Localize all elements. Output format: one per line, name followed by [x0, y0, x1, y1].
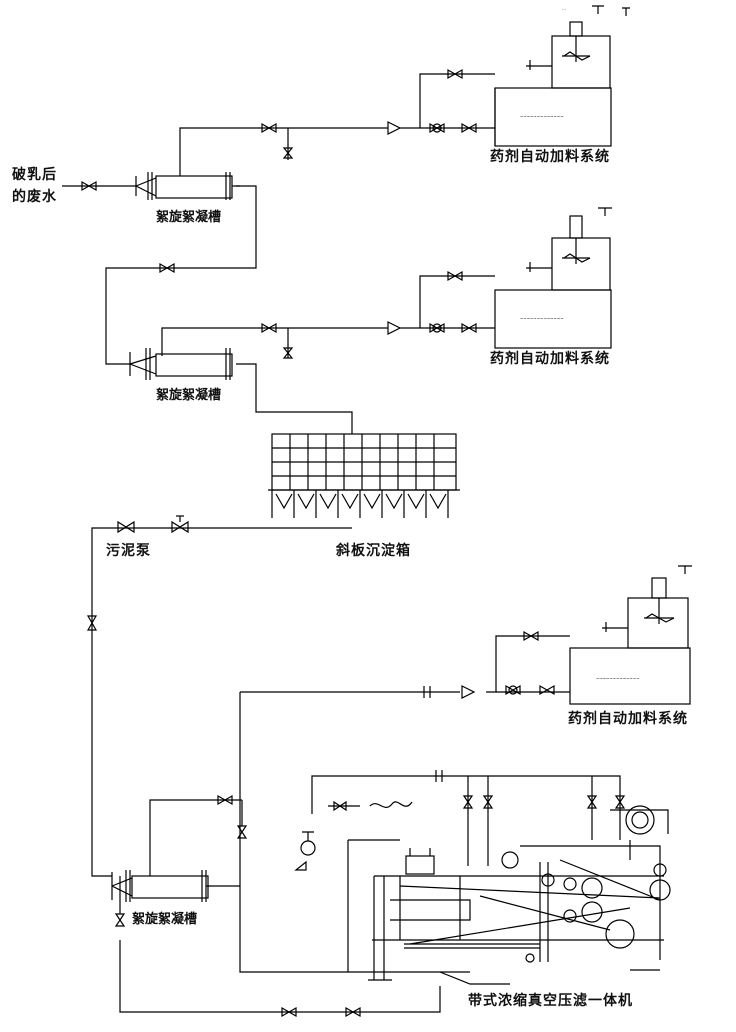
reactor-3-label: 絮旋絮凝槽	[132, 912, 198, 927]
inlet-label-top: 破乳后	[12, 167, 57, 183]
belt-press	[368, 805, 671, 985]
dosing-3-label: 药剂自动加料系统	[568, 711, 688, 727]
settler	[268, 433, 460, 518]
reactor-2	[129, 348, 233, 380]
reactor-1-label: 絮旋絮凝槽	[156, 210, 222, 225]
svg-text:~~~~~~~~~~~~~: ~~~~~~~~~~~~~	[596, 676, 640, 681]
air-pump	[294, 831, 316, 871]
valves	[81, 68, 626, 1018]
svg-text:~~~~~~~~~~~~~: ~~~~~~~~~~~~~	[520, 316, 564, 321]
sludge-pump-label: 污泥泵	[106, 543, 151, 559]
svg-text:~~~~~~~~~~~~~: ~~~~~~~~~~~~~	[520, 114, 564, 119]
reactor-2-label: 絮旋絮凝槽	[156, 388, 222, 403]
dosing-system-1: … ~~~~~~~~~~~~~	[494, 5, 630, 147]
inlet-label-bottom: 的废水	[12, 189, 57, 205]
dosing-system-2: ~~~~~~~~~~~~~	[494, 207, 612, 349]
dosing-2-label: 药剂自动加料系统	[490, 351, 610, 367]
settler-label: 斜板沉淀箱	[336, 543, 411, 559]
reactor-1	[135, 172, 240, 200]
svg-text:…: …	[562, 6, 566, 11]
reactor-3	[111, 870, 209, 902]
dosing-1-label: 药剂自动加料系统	[490, 149, 610, 165]
dosing-system-3: ~~~~~~~~~~~~~	[569, 565, 692, 705]
press-label: 带式浓缩真空压滤一体机	[468, 993, 633, 1009]
